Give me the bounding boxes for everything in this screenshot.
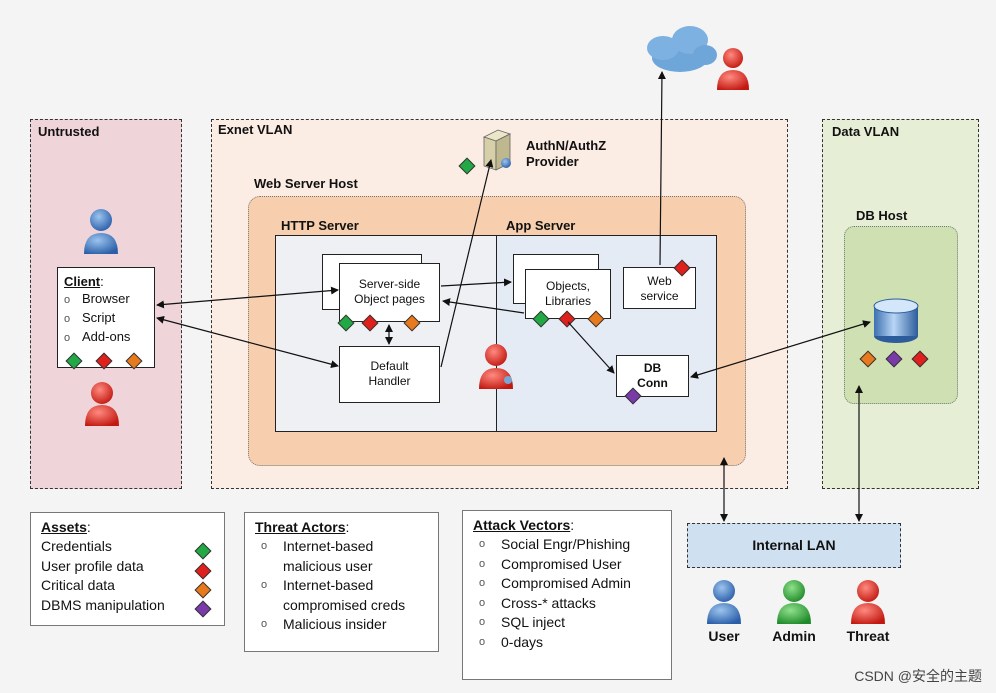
- actor-label-threat: Threat: [846, 628, 890, 644]
- server-side-line1: Server-side: [358, 277, 421, 291]
- lan-admin-person-icon: [777, 580, 811, 624]
- client-title: Client: [64, 274, 101, 289]
- arrow-objects-dbconn: [567, 321, 615, 374]
- asset-critical: Critical data: [41, 577, 115, 593]
- default-handler-line2: Handler: [368, 374, 411, 388]
- watermark: CSDN @安全的主题: [854, 668, 982, 684]
- db-host-label: DB Host: [856, 208, 908, 223]
- db-conn-line2: Conn: [637, 376, 668, 390]
- asset-user-profile: User profile data: [41, 557, 144, 574]
- server-side-pages-box: Server-side Object pages: [339, 263, 440, 322]
- client-threat-person-icon: [85, 382, 119, 426]
- arrow-pages-objects: [440, 278, 512, 287]
- client-item-addons: Add-ons: [82, 329, 131, 344]
- client-user-person-icon: [84, 209, 118, 254]
- arrow-client-handler: [156, 315, 339, 369]
- default-handler-line1: Default: [370, 359, 409, 373]
- server-side-line2: Object pages: [354, 292, 425, 306]
- lan-user-person-icon: [707, 580, 741, 624]
- actor-label-user: User: [708, 628, 740, 644]
- lan-threat-person-icon: [851, 580, 885, 624]
- client-item-browser: Browser: [82, 291, 130, 306]
- arrow-client-pages: [156, 286, 339, 309]
- actor-label-admin: Admin: [772, 628, 816, 644]
- data-vlan-label: Data VLAN: [832, 124, 900, 139]
- auth-server-icon: [482, 129, 512, 171]
- assets-legend: Assets: Credentials User profile data Cr…: [30, 512, 225, 626]
- objects-line2: Libraries: [544, 294, 592, 308]
- db-conn-line1: DB: [643, 361, 662, 375]
- web-server-host-label: Web Server Host: [254, 176, 358, 191]
- client-item-script: Script: [82, 310, 116, 325]
- exnet-vlan-label: Exnet VLAN: [218, 122, 293, 137]
- insider-threat-person-icon: [479, 344, 513, 389]
- database-icon: [873, 298, 919, 343]
- http-server-label: HTTP Server: [281, 218, 359, 233]
- web-service-line2: service: [640, 289, 679, 303]
- default-handler-box: Default Handler: [339, 346, 440, 403]
- asset-credentials: Credentials: [41, 538, 112, 554]
- cloud-threat-person-icon: [717, 48, 749, 90]
- internet-cloud-icon: [647, 26, 717, 72]
- auth-provider-label: AuthN/AuthZ Provider: [526, 138, 607, 169]
- internal-lan-box: [687, 523, 901, 568]
- objects-line1: Objects,: [545, 279, 590, 293]
- assets-legend-title: Assets: [41, 519, 87, 535]
- arrow-dbconn-database: [690, 320, 871, 379]
- asset-dbms: DBMS manipulation: [41, 596, 165, 613]
- internal-lan-label: Internal LAN: [752, 537, 836, 553]
- untrusted-zone-label: Untrusted: [38, 124, 100, 139]
- web-service-line1: Web: [647, 274, 672, 288]
- app-server-label: App Server: [506, 218, 576, 233]
- arrow-webservice-cloud: [657, 71, 666, 266]
- threat-actors-title: Threat Actors: [255, 519, 346, 535]
- attack-vectors-title: Attack Vectors: [473, 517, 571, 533]
- arrow-handler-auth: [440, 159, 494, 368]
- db-conn-box: DB Conn: [616, 355, 689, 397]
